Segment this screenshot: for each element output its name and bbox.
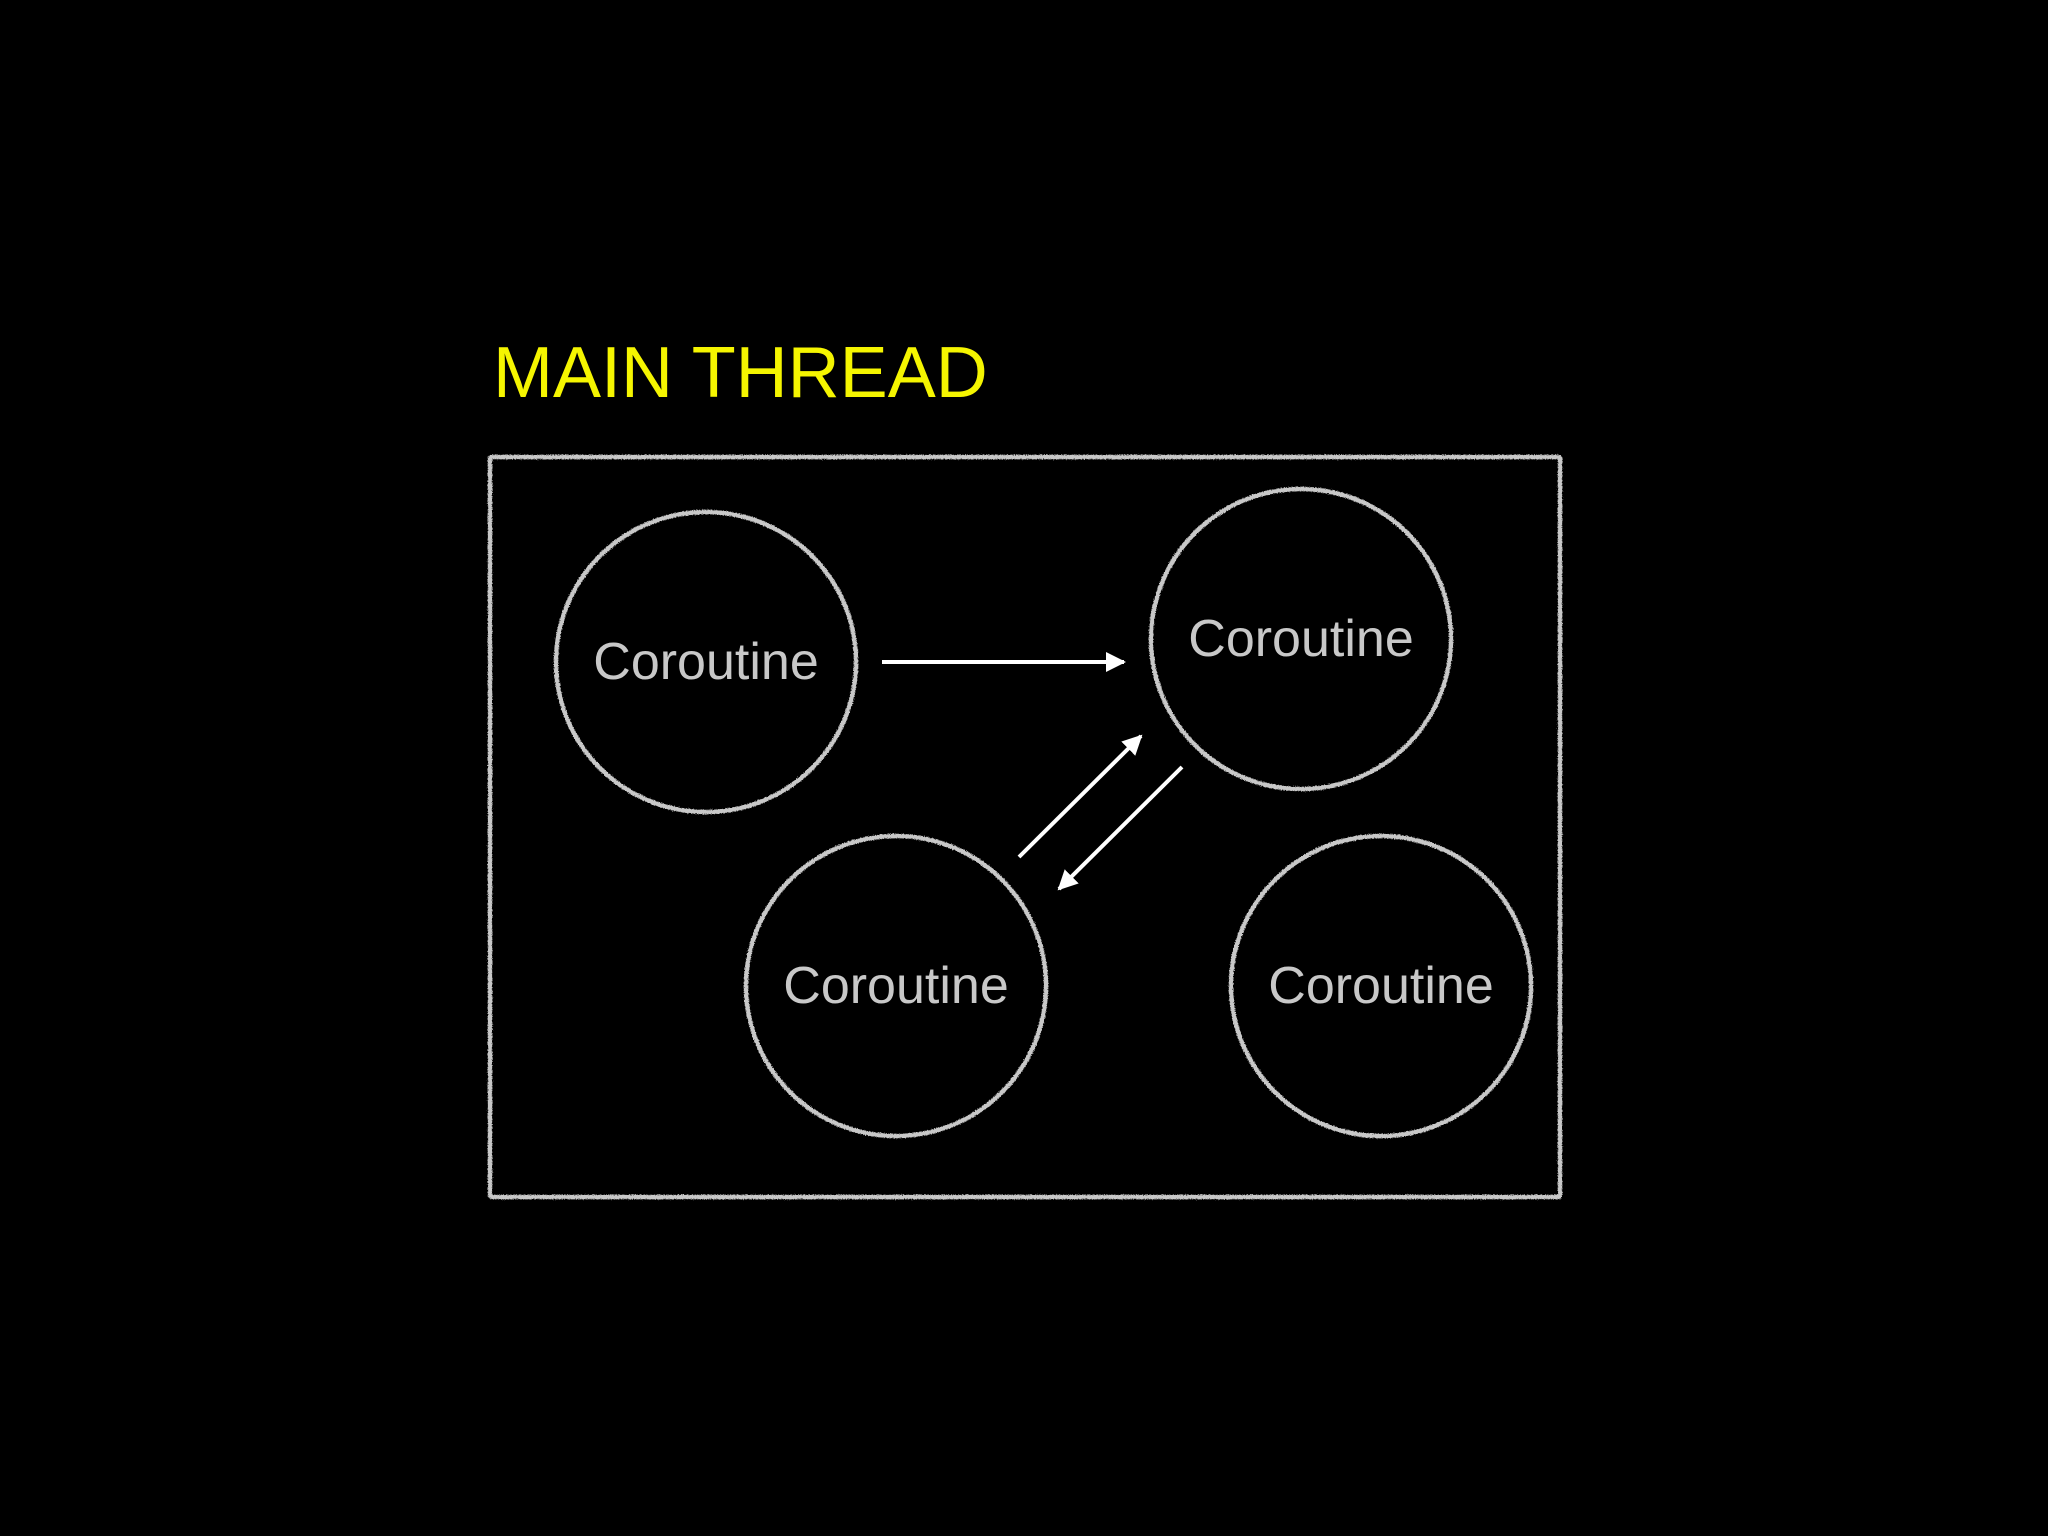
arrow-c3-to-c2	[1017, 734, 1143, 859]
main-thread-title: MAIN THREAD	[493, 333, 988, 413]
main-thread-container	[487, 454, 1563, 1200]
coroutine-label: Coroutine	[593, 633, 818, 691]
coroutine-label: Coroutine	[1268, 957, 1493, 1015]
coroutine-node: Coroutine	[553, 509, 859, 815]
coroutine-circle	[743, 833, 1049, 1139]
coroutine-node: Coroutine	[1228, 833, 1534, 1139]
coroutine-node: Coroutine	[743, 833, 1049, 1139]
coroutine-label: Coroutine	[783, 957, 1008, 1015]
coroutine-circle	[1228, 833, 1534, 1139]
coroutine-node: Coroutine	[1148, 486, 1454, 792]
coroutine-label: Coroutine	[1188, 610, 1413, 668]
arrow-c2-to-c3	[1057, 765, 1184, 891]
coroutine-circle	[553, 509, 859, 815]
coroutine-circle	[1148, 486, 1454, 792]
